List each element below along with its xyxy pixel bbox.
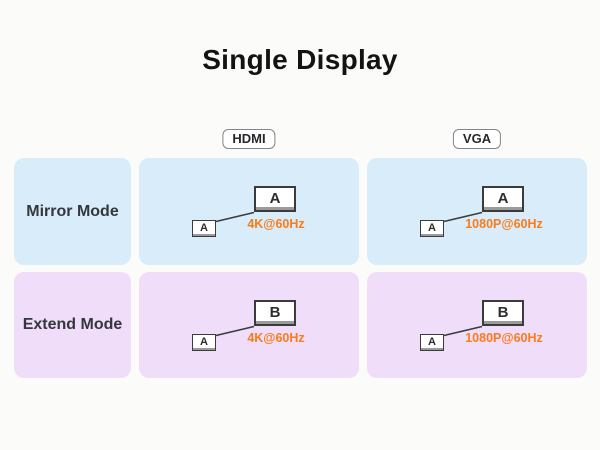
display-label: B [497, 303, 509, 321]
monitor-icon: A [254, 186, 296, 212]
cable-line-icon [443, 325, 483, 337]
row-label-mirror-mode: Mirror Mode [14, 158, 131, 265]
cell-mirror-hdmi: A A 4K@60Hz [139, 158, 359, 265]
cell-extend-hdmi: B A 4K@60Hz [139, 272, 359, 378]
source-device-icon: A [192, 220, 216, 237]
cell-extend-vga: B A 1080P@60Hz [367, 272, 587, 378]
resolution-label: 1080P@60Hz [465, 331, 543, 345]
display-label: A [269, 189, 281, 207]
resolution-label: 4K@60Hz [247, 331, 305, 345]
resolution-label: 4K@60Hz [247, 217, 305, 231]
column-header-hdmi: HDMI [222, 129, 276, 149]
mode-comparison-table: Mirror Mode A A 4K@60Hz A A 1080P@60H [14, 158, 587, 378]
display-label: A [497, 189, 509, 207]
source-device-icon: A [420, 334, 444, 351]
row-label-extend-mode: Extend Mode [14, 272, 131, 378]
page-title: Single Display [202, 44, 398, 75]
cell-mirror-vga: A A 1080P@60Hz [367, 158, 587, 265]
monitor-icon: B [482, 300, 524, 326]
column-header-vga: VGA [452, 129, 502, 149]
source-device-icon: A [192, 334, 216, 351]
source-label: A [428, 222, 436, 234]
display-label: B [269, 303, 281, 321]
source-device-icon: A [420, 220, 444, 237]
cable-line-icon [443, 211, 483, 223]
resolution-label: 1080P@60Hz [465, 217, 543, 231]
source-label: A [200, 222, 208, 234]
cable-line-icon [215, 211, 255, 223]
monitor-icon: B [254, 300, 296, 326]
source-label: A [200, 336, 208, 348]
source-label: A [428, 336, 436, 348]
monitor-icon: A [482, 186, 524, 212]
cable-line-icon [215, 325, 255, 337]
